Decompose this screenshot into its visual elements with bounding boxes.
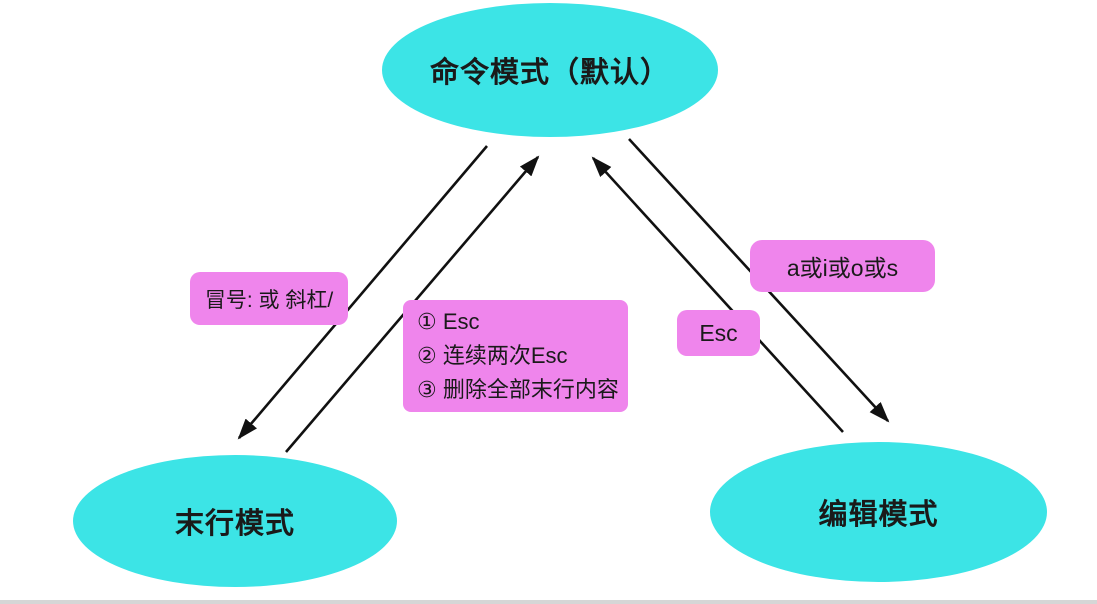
edge-label-esc: Esc (677, 310, 760, 356)
node-edit-mode-label: 编辑模式 (818, 499, 939, 531)
edge-label-esc-list-line2: ② 连续两次Esc (417, 343, 568, 368)
node-lastline-mode: 末行模式 (73, 455, 397, 587)
edge-label-esc-list: ① Esc ② 连续两次Esc ③ 删除全部末行内容 (403, 300, 628, 412)
node-edit-mode: 编辑模式 (710, 442, 1047, 582)
edge-label-insert-keys: a或i或o或s (750, 240, 935, 292)
edge-label-insert-keys-text: a或i或o或s (786, 255, 899, 281)
node-command-mode-label: 命令模式（默认） (429, 57, 670, 89)
arrow-command-to-lastline (237, 145, 488, 440)
edge-label-colon-or-slash: 冒号: 或 斜杠/ (190, 272, 348, 325)
edge-label-esc-list-line1: ① Esc (417, 309, 480, 334)
edge-label-esc-text: Esc (699, 319, 738, 346)
arrow-edit-to-command (591, 156, 844, 433)
node-lastline-mode-label: 末行模式 (174, 508, 295, 540)
bottom-divider (0, 600, 1097, 604)
edge-label-esc-list-line3: ③ 删除全部末行内容 (417, 377, 619, 402)
node-command-mode: 命令模式（默认） (382, 3, 718, 137)
edge-label-colon-or-slash-text: 冒号: 或 斜杠/ (204, 288, 334, 312)
